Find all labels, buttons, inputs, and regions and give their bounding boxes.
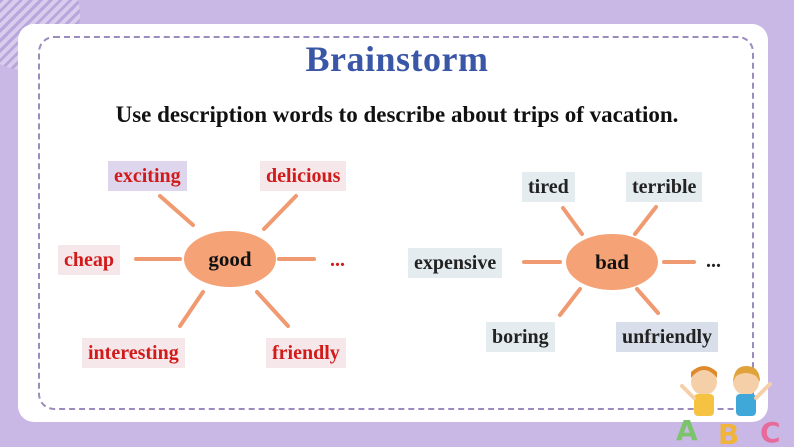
kids-abc-illustration: A B C: [672, 360, 794, 447]
spoke-delicious: [262, 194, 298, 231]
spoke-interesting: [178, 290, 205, 328]
word-boring: boring: [486, 322, 555, 352]
word-cheap: cheap: [58, 245, 120, 275]
spoke-exciting: [158, 194, 195, 227]
word-terrible: terrible: [626, 172, 703, 202]
hub-good: good: [184, 231, 276, 287]
word-interesting: interesting: [82, 338, 185, 368]
word-tired: tired: [522, 172, 575, 202]
kids-abc-icon: A B C: [676, 366, 781, 447]
hub-bad: bad: [566, 234, 658, 290]
word-expensive: expensive: [408, 248, 503, 278]
letter-c: C: [760, 416, 781, 447]
word-ellipsis-right: ...: [706, 250, 721, 272]
word-ellipsis-left: ...: [330, 249, 345, 271]
word-unfriendly: unfriendly: [616, 322, 719, 352]
letter-a: A: [676, 414, 698, 447]
word-exciting: exciting: [108, 161, 187, 191]
word-friendly: friendly: [266, 338, 346, 368]
spoke-tired: [561, 206, 584, 236]
word-delicious: delicious: [260, 161, 347, 191]
spoke-unfriendly: [635, 287, 660, 315]
spoke-boring: [558, 287, 582, 317]
page-title: Brainstorm: [305, 39, 489, 79]
letter-b: B: [718, 418, 739, 447]
dashed-border: [38, 36, 754, 410]
spoke-terrible: [633, 205, 658, 236]
spoke-friendly: [255, 290, 290, 328]
instruction-text: Use description words to describe about …: [115, 102, 679, 127]
